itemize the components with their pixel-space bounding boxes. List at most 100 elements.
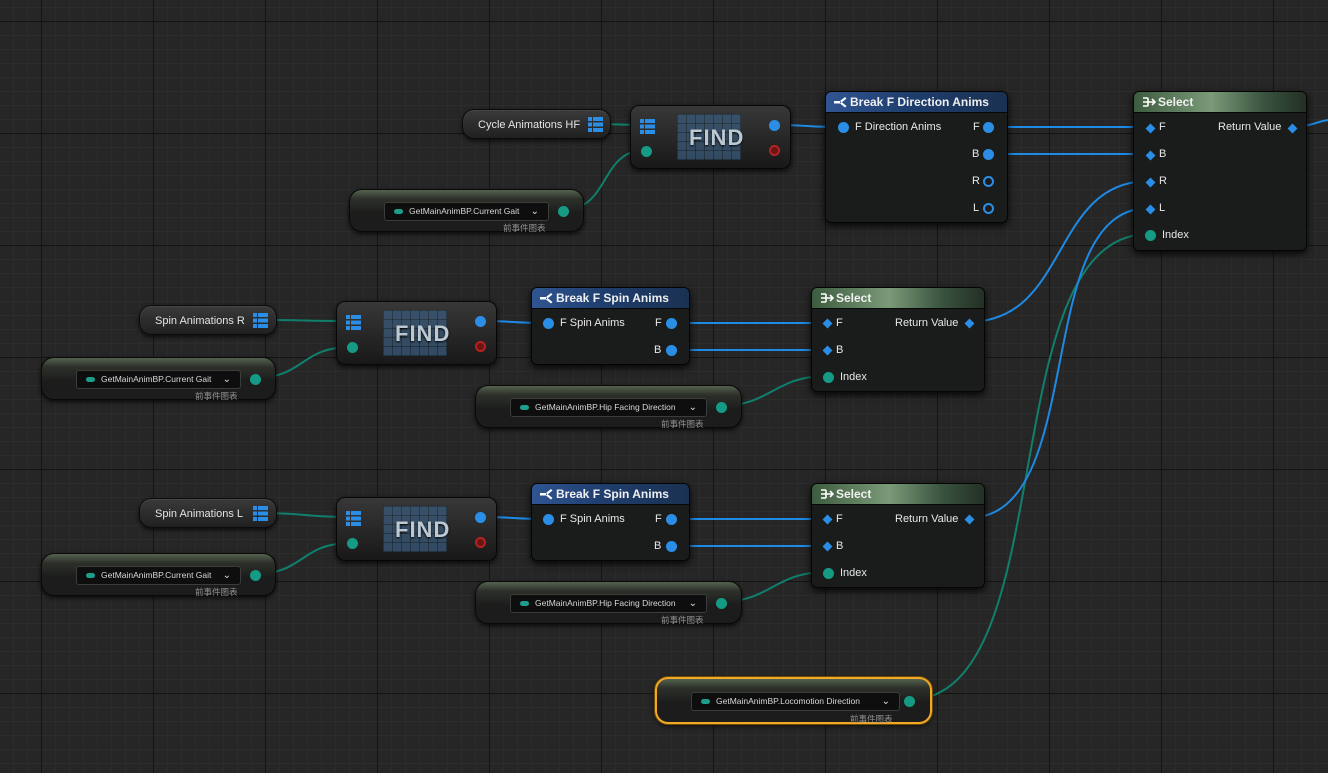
option-b-pin[interactable] — [822, 345, 833, 356]
return-value-pin[interactable] — [1287, 123, 1298, 134]
index-pin[interactable] — [823, 568, 834, 579]
current-gait-dropdown[interactable]: GetMainAnimBP.Current Gait ⌄ — [76, 370, 241, 389]
array-icon[interactable] — [253, 506, 268, 521]
output-f-pin[interactable] — [666, 318, 677, 329]
hip-facing-direction-dropdown[interactable]: GetMainAnimBP.Hip Facing Direction ⌄ — [510, 398, 707, 417]
select-icon — [1143, 97, 1156, 107]
hip-direction-output-pin[interactable] — [716, 402, 727, 413]
current-gait-dropdown[interactable]: GetMainAnimBP.Current Gait ⌄ — [76, 566, 241, 585]
spin-anims-input-pin[interactable] — [543, 318, 554, 329]
select-header[interactable]: Select — [812, 484, 984, 505]
output-b-pin[interactable] — [666, 345, 677, 356]
find-item-input-pin[interactable] — [347, 342, 358, 353]
option-b-label: B — [1159, 148, 1167, 160]
find-found-pin[interactable] — [475, 341, 486, 352]
option-f-pin[interactable] — [822, 318, 833, 329]
index-pin[interactable] — [1145, 230, 1156, 241]
output-f-pin[interactable] — [983, 122, 994, 133]
return-value-pin[interactable] — [964, 514, 975, 525]
locomotion-direction-dropdown[interactable]: GetMainAnimBP.Locomotion Direction ⌄ — [691, 692, 900, 711]
option-b-pin[interactable] — [1145, 150, 1156, 161]
find-node-mid[interactable]: FIND — [336, 301, 497, 365]
cycle-animations-hf-node[interactable]: Cycle Animations HF — [462, 109, 611, 139]
select-node-mid[interactable]: Select F Return Value B Index — [811, 287, 985, 392]
output-b-pin[interactable] — [983, 149, 994, 160]
hip-direction-output-pin[interactable] — [716, 598, 727, 609]
current-gait-dropdown[interactable]: GetMainAnimBP.Current Gait ⌄ — [384, 202, 549, 221]
get-current-gait-node-top[interactable]: GetMainAnimBP.Current Gait ⌄ 前事件图表 — [349, 189, 584, 233]
option-f-pin[interactable] — [1145, 123, 1156, 134]
option-f-pin[interactable] — [822, 514, 833, 525]
gait-output-pin[interactable] — [250, 374, 261, 385]
hip-facing-direction-dropdown[interactable]: GetMainAnimBP.Hip Facing Direction ⌄ — [510, 594, 707, 613]
array-icon[interactable] — [346, 511, 361, 526]
break-struct-icon — [540, 293, 553, 304]
select-icon — [821, 293, 834, 303]
select-header[interactable]: Select — [1134, 92, 1306, 113]
output-r-pin[interactable] — [983, 176, 994, 187]
option-f-label: F — [836, 513, 843, 525]
find-node-top[interactable]: FIND — [630, 105, 791, 169]
select-node-bottom[interactable]: Select F Return Value B Index — [811, 483, 985, 588]
output-l-pin[interactable] — [983, 203, 994, 214]
get-locomotion-direction-node[interactable]: GetMainAnimBP.Locomotion Direction ⌄ 前事件… — [655, 677, 932, 724]
break-spin-header[interactable]: Break F Spin Anims — [532, 288, 689, 309]
get-hip-facing-direction-node-mid[interactable]: GetMainAnimBP.Hip Facing Direction ⌄ 前事件… — [475, 385, 742, 429]
select-node-main[interactable]: Select F Return Value B R L Index — [1133, 91, 1307, 251]
index-pin[interactable] — [823, 372, 834, 383]
byte-type-icon — [520, 405, 529, 410]
spin-animations-l-node[interactable]: Spin Animations L — [139, 498, 277, 528]
break-direction-anims-node[interactable]: Break F Direction Anims F Direction Anim… — [825, 91, 1008, 223]
chevron-down-icon: ⌄ — [222, 570, 231, 581]
direction-anims-input-pin[interactable] — [838, 122, 849, 133]
option-b-label: B — [836, 344, 844, 356]
spin-animations-r-label: Spin Animations R — [155, 315, 245, 327]
find-output-pin[interactable] — [769, 120, 780, 131]
find-found-pin[interactable] — [769, 145, 780, 156]
break-spin-anims-node-bottom[interactable]: Break F Spin Anims F Spin Anims F B — [531, 483, 690, 561]
output-b-pin[interactable] — [666, 541, 677, 552]
option-r-pin[interactable] — [1145, 177, 1156, 188]
find-item-input-pin[interactable] — [641, 146, 652, 157]
option-l-pin[interactable] — [1145, 204, 1156, 215]
array-icon[interactable] — [346, 315, 361, 330]
gait-output-pin[interactable] — [250, 570, 261, 581]
option-f-label: F — [1159, 121, 1166, 133]
wire-select-l — [967, 207, 1150, 519]
find-background — [383, 506, 447, 552]
break-spin-header[interactable]: Break F Spin Anims — [532, 484, 689, 505]
find-title: FIND — [689, 125, 745, 150]
return-value-pin[interactable] — [964, 318, 975, 329]
find-found-pin[interactable] — [475, 537, 486, 548]
output-b-label: B — [654, 540, 662, 552]
get-current-gait-node-mid[interactable]: GetMainAnimBP.Current Gait ⌄ 前事件图表 — [41, 357, 276, 401]
find-background — [383, 310, 447, 356]
chevron-down-icon: ⌄ — [530, 206, 539, 217]
byte-type-icon — [86, 573, 95, 578]
break-direction-header[interactable]: Break F Direction Anims — [826, 92, 1007, 113]
break-spin-anims-node-mid[interactable]: Break F Spin Anims F Spin Anims F B — [531, 287, 690, 365]
spin-animations-r-node[interactable]: Spin Animations R — [139, 305, 277, 335]
find-item-input-pin[interactable] — [347, 538, 358, 549]
spin-anims-input-pin[interactable] — [543, 514, 554, 525]
output-f-pin[interactable] — [666, 514, 677, 525]
chevron-down-icon: ⌄ — [688, 402, 697, 413]
get-current-gait-node-bottom[interactable]: GetMainAnimBP.Current Gait ⌄ 前事件图表 — [41, 553, 276, 597]
array-icon[interactable] — [640, 119, 655, 134]
array-icon[interactable] — [588, 117, 603, 132]
select-header[interactable]: Select — [812, 288, 984, 309]
output-f-label: F — [655, 317, 662, 329]
find-title: FIND — [395, 321, 451, 346]
get-hip-facing-direction-node-bottom[interactable]: GetMainAnimBP.Hip Facing Direction ⌄ 前事件… — [475, 581, 742, 625]
array-icon[interactable] — [253, 313, 268, 328]
option-b-pin[interactable] — [822, 541, 833, 552]
find-output-pin[interactable] — [475, 316, 486, 327]
cycle-animations-hf-label: Cycle Animations HF — [478, 119, 581, 131]
chevron-down-icon: ⌄ — [222, 374, 231, 385]
locomotion-output-pin[interactable] — [904, 696, 915, 707]
find-output-pin[interactable] — [475, 512, 486, 523]
gait-output-pin[interactable] — [558, 206, 569, 217]
context-label: 前事件图表 — [850, 714, 893, 724]
break-struct-icon — [834, 97, 847, 108]
find-node-bottom[interactable]: FIND — [336, 497, 497, 561]
